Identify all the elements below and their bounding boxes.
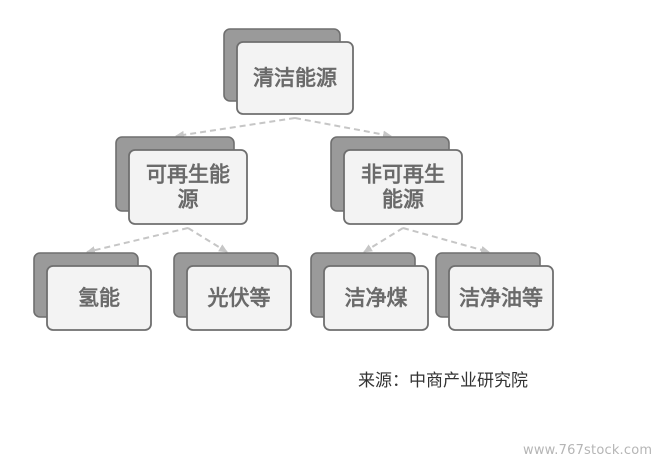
node-renewable-label-line-1: 可再生能 bbox=[146, 163, 230, 187]
edge-nonrenewable-to-clean-coal bbox=[363, 227, 404, 253]
edge-root-to-renewable bbox=[175, 117, 296, 139]
edge-renewable-to-solar bbox=[187, 227, 228, 253]
node-clean-coal-box bbox=[323, 265, 429, 331]
source-note: 来源：中商产业研究院 bbox=[358, 371, 528, 391]
node-renewable-label-line-2: 源 bbox=[178, 188, 199, 212]
node-solar-box bbox=[186, 265, 292, 331]
node-clean-oil: 洁净油等 bbox=[435, 252, 554, 331]
node-nonrenewable-label-line-2: 能源 bbox=[382, 188, 424, 212]
node-renewable-box bbox=[128, 149, 248, 225]
edge-root-to-nonrenewable bbox=[294, 117, 392, 139]
node-clean-coal-label-line-1: 洁净煤 bbox=[345, 286, 408, 310]
node-clean-coal: 洁净煤 bbox=[310, 252, 429, 331]
node-root-label-line-1: 清洁能源 bbox=[253, 66, 337, 90]
edges-layer bbox=[86, 117, 490, 255]
node-clean-oil-box bbox=[448, 265, 554, 331]
edge-nonrenewable-to-clean-oil bbox=[402, 227, 490, 254]
nodes-layer: 清洁能源可再生能源非可再生能源氢能光伏等洁净煤洁净油等 bbox=[33, 28, 554, 331]
node-root-box bbox=[236, 41, 354, 115]
node-hydrogen: 氢能 bbox=[33, 252, 152, 331]
node-hydrogen-box bbox=[46, 265, 152, 331]
node-solar: 光伏等 bbox=[173, 252, 292, 331]
watermark: www.767stock.com bbox=[523, 443, 653, 458]
edge-renewable-to-hydrogen bbox=[86, 227, 189, 255]
node-hydrogen-label-line-1: 氢能 bbox=[78, 286, 120, 310]
node-nonrenewable-label-line-1: 非可再生 bbox=[361, 163, 445, 187]
node-clean-oil-label-line-1: 洁净油等 bbox=[459, 286, 543, 310]
node-solar-label-line-1: 光伏等 bbox=[207, 286, 271, 310]
node-nonrenewable-box bbox=[343, 149, 463, 225]
node-root: 清洁能源 bbox=[223, 28, 354, 115]
